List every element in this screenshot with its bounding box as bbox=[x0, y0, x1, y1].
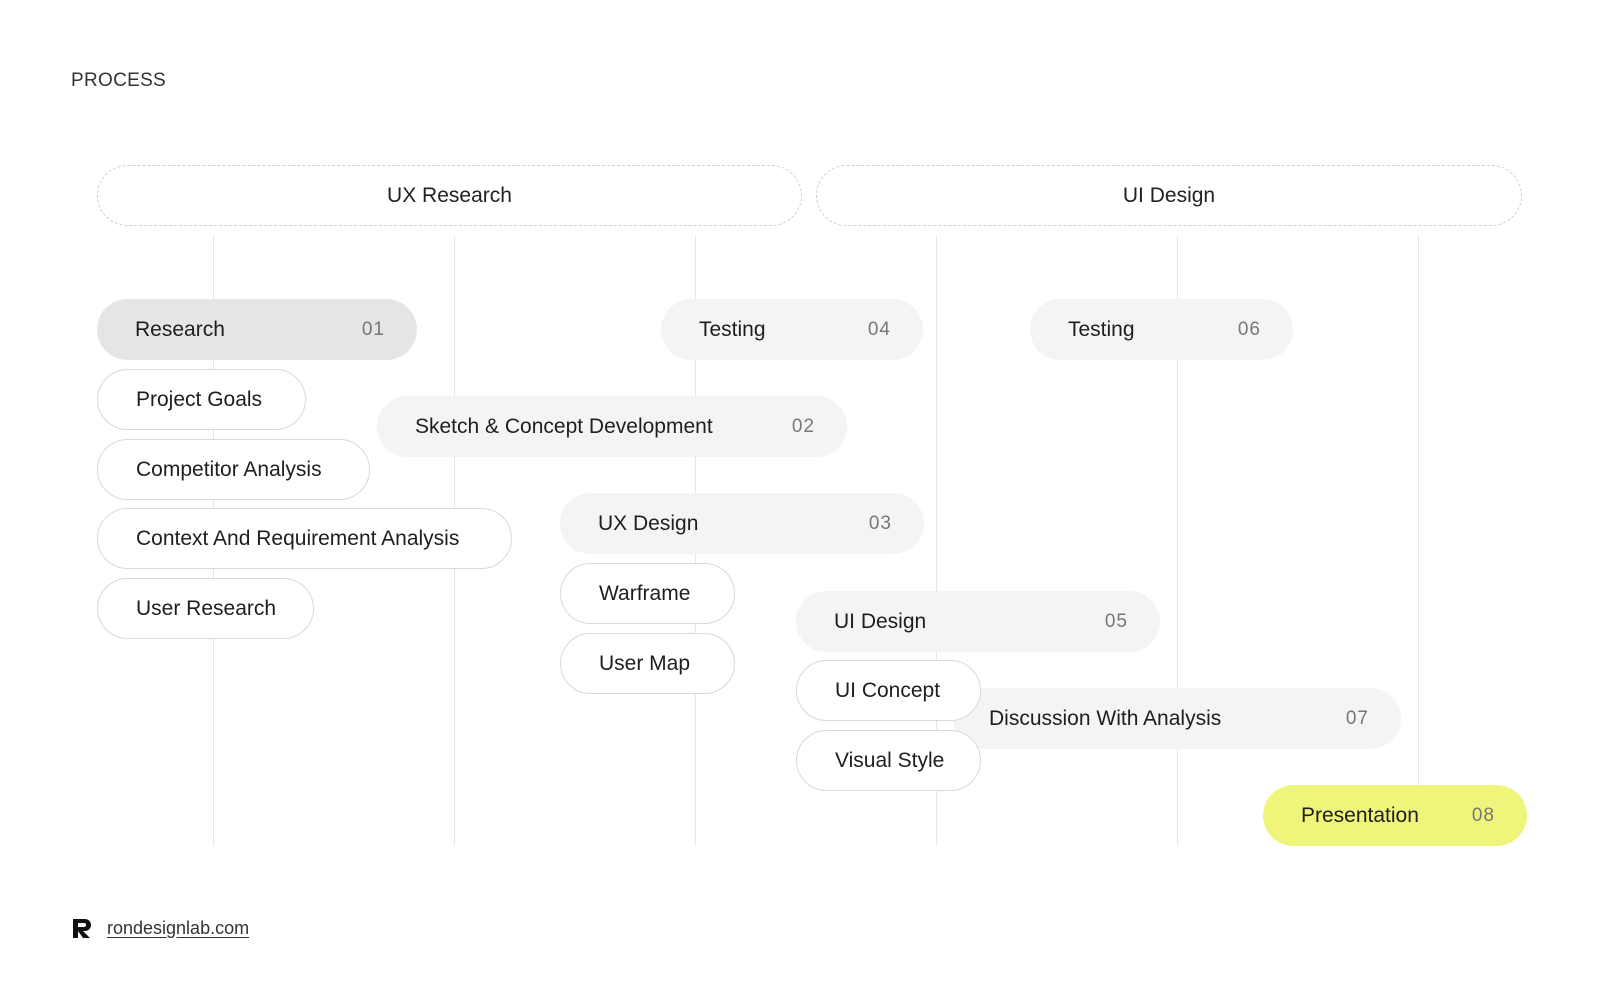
phase-ui-design: UI Design bbox=[816, 165, 1522, 226]
task-label: UI Concept bbox=[835, 678, 941, 702]
step-label: Sketch & Concept Development bbox=[415, 414, 713, 438]
task-user-map: User Map bbox=[560, 633, 735, 694]
step-sketch-concept-development: Sketch & Concept Development 02 bbox=[377, 396, 847, 457]
task-ui-concept: UI Concept bbox=[796, 660, 981, 721]
step-presentation: Presentation 08 bbox=[1263, 785, 1527, 846]
step-number: 08 bbox=[1471, 804, 1495, 826]
task-label: Project Goals bbox=[136, 387, 263, 411]
step-label: Testing bbox=[1068, 317, 1135, 341]
step-number: 05 bbox=[1104, 610, 1128, 632]
step-testing-06: Testing 06 bbox=[1030, 299, 1293, 360]
task-project-goals: Project Goals bbox=[97, 369, 306, 430]
phase-label: UX Research bbox=[387, 183, 512, 207]
task-label: Warframe bbox=[599, 581, 691, 605]
task-label: User Research bbox=[136, 596, 277, 620]
task-competitor-analysis: Competitor Analysis bbox=[97, 439, 370, 500]
task-label: Visual Style bbox=[835, 748, 945, 772]
page-title: PROCESS bbox=[71, 70, 167, 91]
task-label: Competitor Analysis bbox=[136, 457, 322, 481]
task-visual-style: Visual Style bbox=[796, 730, 981, 791]
r-logo-icon bbox=[73, 919, 91, 938]
step-research: Research 01 bbox=[97, 299, 417, 360]
footer: rondesignlab.com bbox=[71, 917, 249, 939]
step-ui-design: UI Design 05 bbox=[796, 591, 1160, 652]
step-discussion-with-analysis: Discussion With Analysis 07 bbox=[953, 688, 1401, 749]
task-warframe: Warframe bbox=[560, 563, 735, 624]
website-link[interactable]: rondesignlab.com bbox=[107, 917, 250, 938]
timeline-gridline bbox=[1418, 236, 1419, 846]
step-label: UX Design bbox=[598, 511, 699, 535]
step-number: 04 bbox=[867, 318, 891, 340]
task-context-requirement-analysis: Context And Requirement Analysis bbox=[97, 508, 512, 569]
step-number: 06 bbox=[1237, 318, 1261, 340]
step-label: Presentation bbox=[1301, 803, 1419, 827]
phase-ux-research: UX Research bbox=[97, 165, 802, 226]
step-number: 07 bbox=[1345, 707, 1369, 729]
step-ux-design: UX Design 03 bbox=[560, 493, 924, 554]
task-label: Context And Requirement Analysis bbox=[136, 526, 460, 550]
step-label: Research bbox=[135, 317, 225, 341]
task-label: User Map bbox=[599, 651, 691, 675]
step-number: 01 bbox=[361, 318, 385, 340]
step-number: 02 bbox=[791, 415, 815, 437]
task-user-research: User Research bbox=[97, 578, 314, 639]
phase-label: UI Design bbox=[1122, 183, 1216, 207]
timeline-gridline bbox=[1177, 236, 1178, 846]
step-testing-04: Testing 04 bbox=[661, 299, 923, 360]
step-number: 03 bbox=[868, 512, 892, 534]
timeline-gridline bbox=[936, 236, 937, 846]
step-label: UI Design bbox=[834, 609, 927, 633]
step-label: Testing bbox=[699, 317, 766, 341]
step-label: Discussion With Analysis bbox=[989, 706, 1222, 730]
